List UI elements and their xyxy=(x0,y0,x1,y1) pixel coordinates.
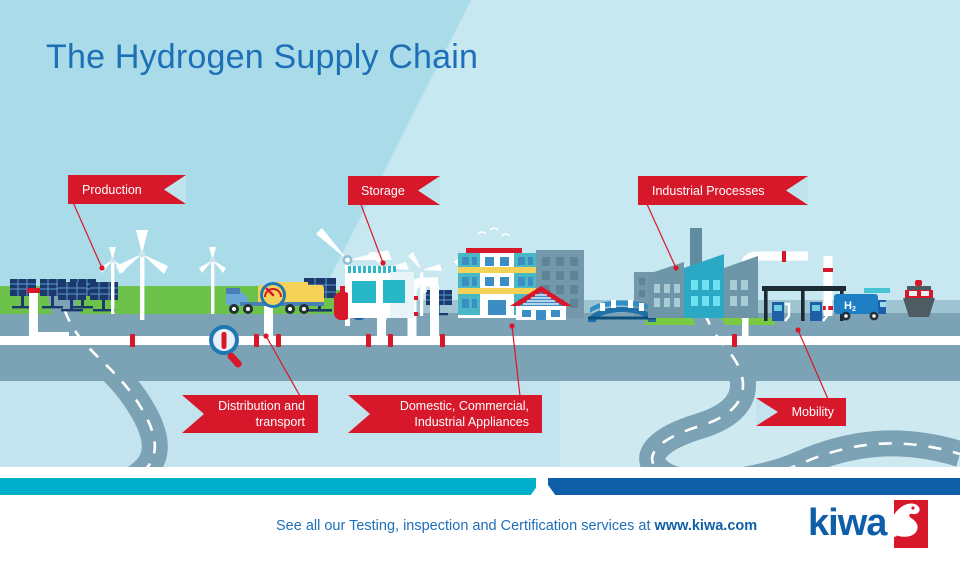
storage-tank-window xyxy=(352,281,376,303)
banner-production-label: Production xyxy=(82,182,142,197)
pressure-gauge-icon xyxy=(260,282,286,308)
kiwa-logo[interactable]: kiwa xyxy=(808,500,928,552)
banner-domestic-line2: Industrial Appliances xyxy=(414,415,529,429)
banner-notch-icon xyxy=(756,398,778,426)
footer-bar-blue xyxy=(548,478,960,495)
storage-building-window xyxy=(383,280,405,303)
wind-turbine-icon xyxy=(408,252,442,316)
banner-distribution-label: Distribution and transport xyxy=(218,398,305,430)
footer-tagline-text: See all our Testing, inspection and Cert… xyxy=(276,518,655,534)
banner-notch-icon xyxy=(418,176,440,205)
pipeline-riser xyxy=(264,296,273,338)
banner-domestic-commercial[interactable]: Domestic, Commercial, Industrial Applian… xyxy=(348,395,542,433)
pipeline-riser xyxy=(29,290,38,336)
banner-mobility[interactable]: Mobility xyxy=(756,398,846,426)
banner-notch-icon xyxy=(182,395,204,433)
wind-turbine-icon xyxy=(116,230,168,320)
banner-domestic-label: Domestic, Commercial, Industrial Applian… xyxy=(400,398,529,430)
hydrogen-bus-icon: H2 xyxy=(834,288,890,321)
pipeline-valve xyxy=(276,334,281,347)
banner-industrial-label: Industrial Processes xyxy=(652,183,765,198)
pipeline-cap xyxy=(27,288,40,293)
banner-notch-icon xyxy=(786,176,808,205)
pipeline-valve xyxy=(130,334,135,347)
banner-distribution-transport[interactable]: Distribution and transport xyxy=(182,395,318,433)
page-title: The Hydrogen Supply Chain xyxy=(46,38,479,76)
pipeline-valve xyxy=(732,334,737,347)
pipeline-valve xyxy=(254,334,259,347)
footer-bar-cyan xyxy=(0,478,536,495)
wind-turbine-icon xyxy=(199,247,226,314)
banner-domestic-line1: Domestic, Commercial, xyxy=(399,399,529,413)
banner-notch-icon xyxy=(348,395,370,433)
kiwa-logo-wordmark: kiwa xyxy=(808,502,887,544)
hydrogen-pipeline xyxy=(0,336,960,345)
footer-url[interactable]: www.kiwa.com xyxy=(654,518,758,534)
banner-production[interactable]: Production xyxy=(68,175,186,204)
house-icon xyxy=(510,286,572,320)
banner-storage-label: Storage xyxy=(361,183,405,198)
footer-tagline: See all our Testing, inspection and Cert… xyxy=(276,518,757,534)
kiwa-weasel-icon xyxy=(880,503,920,541)
banner-mobility-label: Mobility xyxy=(791,405,834,419)
birds-icon xyxy=(477,227,511,237)
factory-icon xyxy=(648,228,758,318)
banner-distribution-line1: Distribution and xyxy=(218,399,305,413)
storage-tank-vents xyxy=(351,266,393,273)
pipeline-valve xyxy=(366,334,371,347)
cargo-ship-icon xyxy=(903,280,935,317)
banner-industrial-processes[interactable]: Industrial Processes xyxy=(638,176,808,205)
bridge-icon xyxy=(588,300,656,322)
banner-notch-icon xyxy=(164,175,186,204)
bus-h2-label: H2 xyxy=(844,300,856,313)
banner-storage[interactable]: Storage xyxy=(348,176,440,205)
pipeline-elbow xyxy=(29,332,69,341)
ground-band xyxy=(0,313,960,381)
pipeline-valve xyxy=(388,334,393,347)
pipeline-valve xyxy=(440,334,445,347)
pipeline-riser xyxy=(430,285,439,337)
banner-distribution-line2: transport xyxy=(255,415,305,429)
magnifying-glass-icon[interactable] xyxy=(206,322,252,372)
